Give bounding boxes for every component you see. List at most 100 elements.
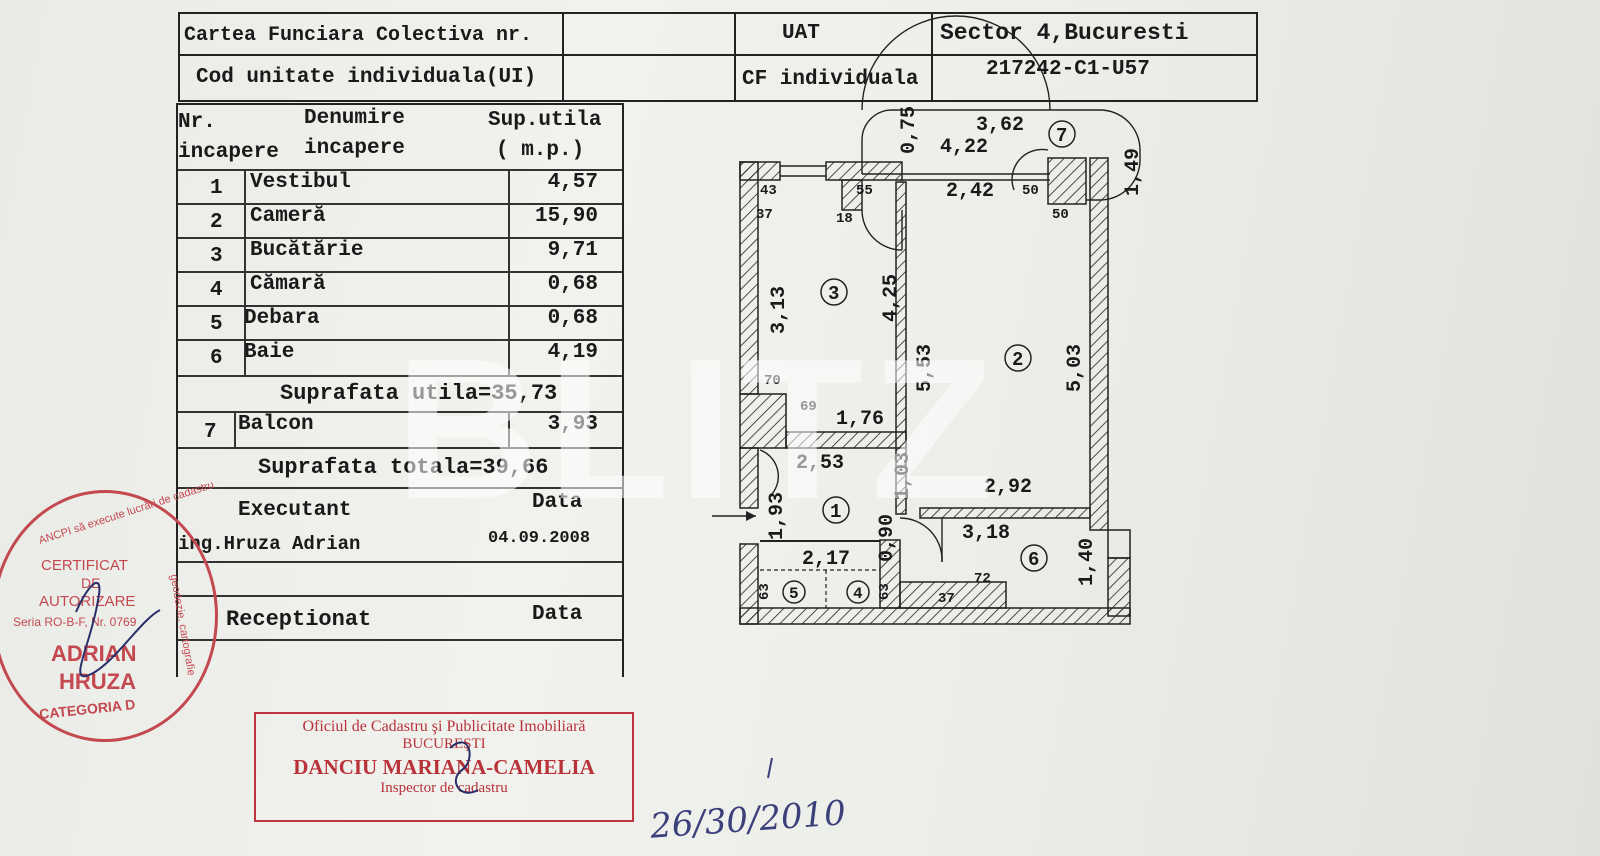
dim-label: 3,62 bbox=[976, 114, 1024, 137]
header-table: Cartea Funciara Colectiva nr. UAT Sector… bbox=[178, 12, 1258, 102]
suprafata-totala: Suprafata totala=39,66 bbox=[258, 455, 549, 480]
room-area: 4,57 bbox=[547, 171, 598, 194]
cf-individuala-label: CF individuala bbox=[742, 68, 919, 91]
room-marker-1 bbox=[822, 496, 850, 524]
table-line bbox=[178, 375, 622, 377]
room-area: 0,68 bbox=[547, 273, 598, 296]
room-name: Cameră bbox=[250, 205, 326, 228]
dim-label: 2,17 bbox=[802, 548, 850, 571]
dim-label: 1,40 bbox=[1076, 538, 1099, 586]
room-area: 9,71 bbox=[547, 239, 598, 262]
room-area: 4,19 bbox=[547, 341, 598, 364]
stamp-line: DE bbox=[81, 575, 101, 591]
dim-label: 37 bbox=[938, 591, 955, 607]
stamp-line: DANCIU MARIANA-CAMELIA bbox=[293, 755, 595, 779]
dim-label: 63 bbox=[757, 583, 773, 600]
table-line bbox=[178, 639, 622, 641]
dim-label: 63 bbox=[877, 583, 893, 600]
room-label-3: 3 bbox=[828, 283, 839, 305]
walls bbox=[739, 157, 1131, 625]
signature bbox=[449, 741, 479, 794]
dim-label: 50 bbox=[1022, 183, 1039, 199]
table-line bbox=[178, 411, 622, 413]
dim-label: 37 bbox=[756, 207, 773, 223]
table-row: 4 bbox=[210, 279, 223, 302]
col-nr-header-2: incapere bbox=[178, 141, 279, 164]
table-line bbox=[178, 271, 622, 273]
dim-label: 2,53 bbox=[796, 452, 844, 475]
room-label-4: 4 bbox=[853, 585, 863, 603]
uat-value: Sector 4,Bucuresti bbox=[940, 20, 1189, 46]
dim-label: 2,92 bbox=[984, 476, 1032, 499]
col-area-header-2: ( m.p.) bbox=[496, 139, 585, 162]
signature bbox=[75, 581, 161, 678]
col-name-header: Denumire bbox=[304, 107, 405, 130]
dim-label: 4,25 bbox=[880, 274, 903, 322]
table-line bbox=[178, 487, 622, 489]
room-area: 3,93 bbox=[547, 413, 598, 436]
signature bbox=[767, 757, 773, 779]
dim-label: 43 bbox=[760, 183, 777, 199]
authorization-stamp: ANCPI să execute lucrări de cadastru CER… bbox=[0, 479, 218, 742]
stamp-line: CERTIFICAT bbox=[41, 557, 128, 574]
watermark: BLITZ bbox=[395, 318, 1002, 541]
dim-label: 4,22 bbox=[940, 136, 988, 159]
table-row: 7 bbox=[204, 421, 217, 444]
room-name: Baie bbox=[244, 341, 295, 364]
room-marker-4 bbox=[846, 580, 870, 604]
executant-label: Executant bbox=[238, 499, 352, 522]
ui-label: Cod unitate individuala(UI) bbox=[196, 66, 537, 89]
room-label-6: 6 bbox=[1028, 549, 1039, 571]
table-col-line bbox=[508, 411, 510, 447]
room-name: Vestibul bbox=[250, 171, 351, 194]
executant-date: 04.09.2008 bbox=[488, 529, 591, 548]
table-row: 1 bbox=[210, 177, 223, 200]
dim-label: 55 bbox=[856, 183, 873, 199]
table-row: 3 bbox=[210, 245, 223, 268]
dim-label: 3,18 bbox=[962, 522, 1010, 545]
data-label: Data bbox=[532, 491, 583, 514]
door-swings bbox=[759, 15, 1141, 563]
dim-label: 1,03 bbox=[892, 452, 915, 500]
dim-label: 18 bbox=[836, 211, 853, 227]
stamp-line: ADRIAN bbox=[51, 641, 137, 666]
table-col-line bbox=[508, 169, 510, 375]
table-col-line bbox=[244, 169, 246, 375]
room-name: Cămară bbox=[250, 273, 326, 296]
room-markers bbox=[782, 120, 1076, 604]
room-marker-7 bbox=[1048, 120, 1076, 148]
dim-label: 72 bbox=[974, 571, 991, 587]
room-label-5: 5 bbox=[789, 585, 799, 603]
table-row: 2 bbox=[210, 211, 223, 234]
header-col-line bbox=[734, 14, 736, 100]
dim-label: 69 bbox=[800, 399, 817, 415]
executant-name: ing.Hruza Adrian bbox=[178, 533, 361, 555]
receptionat-data-label: Data bbox=[532, 603, 583, 626]
room-marker-2 bbox=[1004, 344, 1032, 372]
col-area-header: Sup.utila bbox=[488, 109, 602, 132]
entry-arrow bbox=[712, 511, 756, 521]
dim-label: 1,49 bbox=[1122, 148, 1145, 196]
table-line bbox=[178, 169, 622, 171]
table-row: 6 bbox=[210, 347, 223, 370]
room-area: 0,68 bbox=[547, 307, 598, 330]
table-line bbox=[178, 561, 622, 563]
table-line bbox=[178, 595, 622, 597]
cf-colectiva-label: Cartea Funciara Colectiva nr. bbox=[184, 24, 533, 47]
table-line bbox=[178, 447, 622, 449]
header-col-line bbox=[931, 14, 933, 100]
dimension-labels: 3,62 0,75 4,22 1,49 43 55 2,42 50 50 37 … bbox=[756, 106, 1145, 607]
dim-label: 3,13 bbox=[768, 286, 791, 334]
table-line bbox=[178, 305, 622, 307]
table-col-line bbox=[234, 411, 236, 447]
room-marker-5 bbox=[782, 580, 806, 604]
cf-individuala-value: 217242-C1-U57 bbox=[986, 58, 1150, 81]
dim-label: 5,03 bbox=[1064, 344, 1087, 392]
stamp-line: BUCUREŞTI bbox=[402, 736, 486, 752]
room-label-2: 2 bbox=[1012, 349, 1023, 371]
receptionat-label: Receptionat bbox=[226, 607, 372, 632]
dim-label: 2,42 bbox=[946, 180, 994, 203]
dim-label: 5,53 bbox=[914, 344, 937, 392]
room-marker-3 bbox=[820, 278, 848, 306]
stamp-line: Oficiul de Cadastru şi Publicitate Imobi… bbox=[302, 718, 586, 735]
